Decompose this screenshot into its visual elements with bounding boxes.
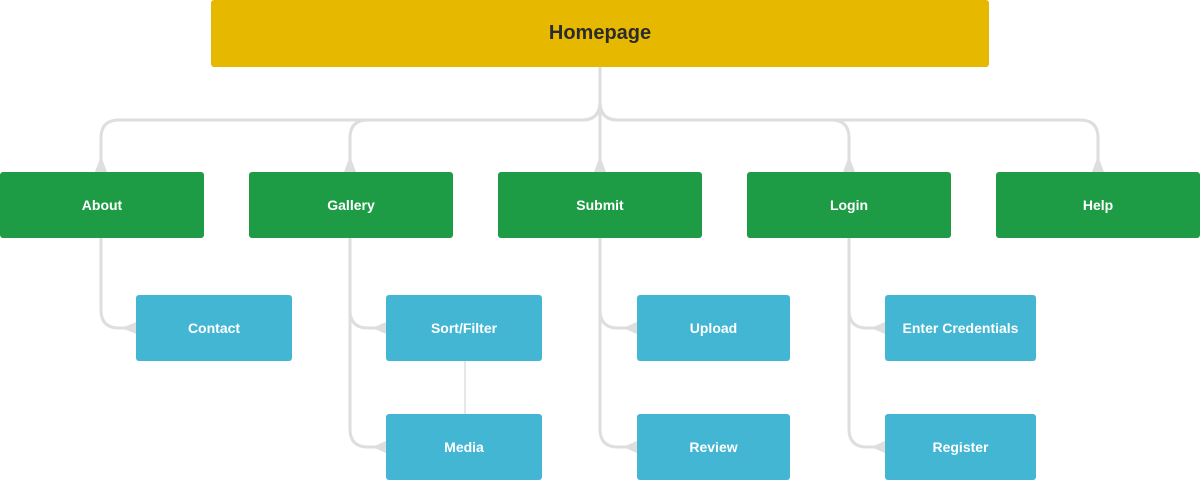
connector-section-to-page: [348, 238, 386, 449]
node-submit: Submit: [498, 172, 702, 238]
node-contact: Contact: [136, 295, 292, 361]
node-upload: Upload: [637, 295, 790, 361]
connector-section-to-page: [847, 238, 885, 330]
connector-arrow: [95, 156, 107, 172]
node-login-label: Login: [829, 197, 869, 213]
node-contact-label: Contact: [187, 320, 241, 336]
connector-section-to-page: [847, 238, 885, 449]
connector-arrow: [623, 322, 637, 334]
connector-arrow: [372, 322, 386, 334]
node-about-label: About: [81, 197, 123, 213]
connector-arrow: [871, 441, 885, 453]
node-media: Media: [386, 414, 542, 480]
node-sort-filter: Sort/Filter: [386, 295, 542, 361]
connector-arrow: [623, 441, 637, 453]
node-enter-credentials: Enter Credentials: [885, 295, 1036, 361]
connector-root-to-section: [598, 101, 851, 172]
node-register-label: Register: [932, 439, 989, 455]
node-homepage: Homepage: [211, 0, 989, 67]
node-submit-label: Submit: [576, 197, 624, 213]
connector-section-to-page: [99, 238, 136, 330]
connector-section-to-page: [598, 238, 637, 449]
connector-arrow: [1092, 156, 1104, 172]
connector-arrow: [372, 441, 386, 453]
node-login: Login: [747, 172, 951, 238]
connector-section-to-page: [348, 238, 386, 330]
node-help-label: Help: [1082, 197, 1114, 213]
connector-arrow: [344, 156, 356, 172]
connector-arrow: [871, 322, 885, 334]
node-enter-credentials-label: Enter Credentials: [902, 320, 1019, 336]
node-about: About: [0, 172, 204, 238]
connector-root-to-section: [348, 101, 602, 172]
connector-section-to-page: [598, 238, 637, 330]
node-review-label: Review: [689, 439, 738, 455]
node-register: Register: [885, 414, 1036, 480]
node-sort-filter-label: Sort/Filter: [430, 320, 498, 336]
connector-arrow: [843, 156, 855, 172]
connector-root-to-section: [598, 101, 1100, 172]
node-review: Review: [637, 414, 790, 480]
node-upload-label: Upload: [689, 320, 738, 336]
node-homepage-label: Homepage: [548, 22, 652, 44]
connector-arrow: [594, 156, 606, 172]
node-media-label: Media: [444, 439, 484, 455]
connector-arrow: [122, 322, 136, 334]
node-gallery: Gallery: [249, 172, 453, 238]
node-help: Help: [996, 172, 1200, 238]
node-gallery-label: Gallery: [327, 197, 375, 213]
